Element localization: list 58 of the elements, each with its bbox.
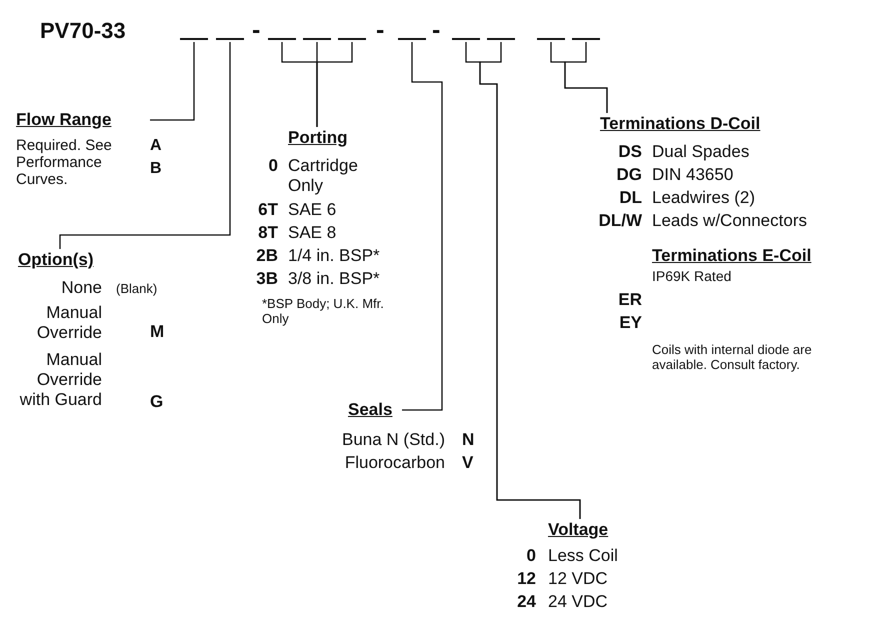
option-code: 3B	[255, 269, 278, 289]
option-code: V	[462, 453, 474, 473]
option-code: B	[150, 160, 163, 178]
option-code: 2B	[255, 246, 278, 266]
section-heading: Terminations E-Coil	[652, 246, 812, 266]
option-description: 24 VDC	[548, 592, 609, 612]
option-code: N	[462, 430, 476, 450]
section-heading: Seals	[348, 400, 392, 420]
option-description: (Blank)	[116, 281, 158, 296]
connector-line	[402, 42, 443, 411]
option-code: ER	[617, 290, 642, 310]
dash-separator: -	[376, 16, 386, 45]
option-description: Less Coil	[548, 546, 619, 566]
section-heading: Porting	[288, 128, 348, 148]
option-description: Required. See Performance Curves.	[16, 137, 113, 188]
option-code: DG	[616, 165, 642, 185]
option-description: Leads w/Connectors	[652, 211, 808, 231]
option-code: G	[150, 392, 164, 412]
option-description: 1/4 in. BSP*	[288, 246, 381, 266]
dash-separator: -	[252, 16, 262, 45]
option-description: Dual Spades	[652, 142, 750, 162]
option-code: EY	[618, 313, 642, 333]
option-description: Manual Override	[36, 303, 102, 343]
connector-line	[316, 42, 353, 127]
option-code: DL/W	[598, 211, 642, 231]
connector-line	[59, 42, 231, 249]
option-code: 0	[526, 546, 536, 566]
option-description: DIN 43650	[652, 165, 734, 185]
dash-separator: -	[432, 16, 442, 45]
option-code: 6T	[257, 200, 278, 220]
rating-note: IP69K Rated	[652, 268, 732, 284]
connector-line	[564, 42, 608, 113]
option-description: SAE 6	[288, 200, 338, 220]
option-description: Buna N (Std.)	[341, 430, 445, 450]
option-description: Leadwires (2)	[652, 188, 756, 208]
option-code: A	[150, 137, 163, 155]
option-description: Cartridge Only	[288, 156, 359, 196]
option-code: 24	[516, 592, 536, 612]
model-code: PV70-33	[40, 18, 127, 43]
option-description: Fluorocarbon	[344, 453, 445, 473]
option-code: DS	[617, 142, 642, 162]
section-heading: Voltage	[548, 520, 608, 540]
option-code: DL	[618, 188, 642, 208]
option-description: None	[60, 278, 102, 298]
option-code: 12	[516, 569, 536, 589]
option-description: Manual Override with Guard	[18, 350, 102, 410]
option-description: SAE 8	[288, 223, 338, 243]
option-description: 3/8 in. BSP*	[288, 269, 381, 289]
option-description: 12 VDC	[548, 569, 609, 589]
footnote: *BSP Body; U.K. Mfr. Only	[262, 296, 385, 326]
section-heading: Option(s)	[18, 250, 94, 270]
option-code: M	[150, 322, 166, 342]
section-heading: Flow Range	[16, 110, 112, 130]
note: Coils with internal diode are available. Consult factory.	[652, 342, 813, 372]
option-code: 8T	[257, 223, 278, 243]
option-code: 0	[268, 156, 278, 176]
section-heading: Terminations D-Coil	[600, 114, 760, 134]
connector-line	[150, 42, 195, 121]
